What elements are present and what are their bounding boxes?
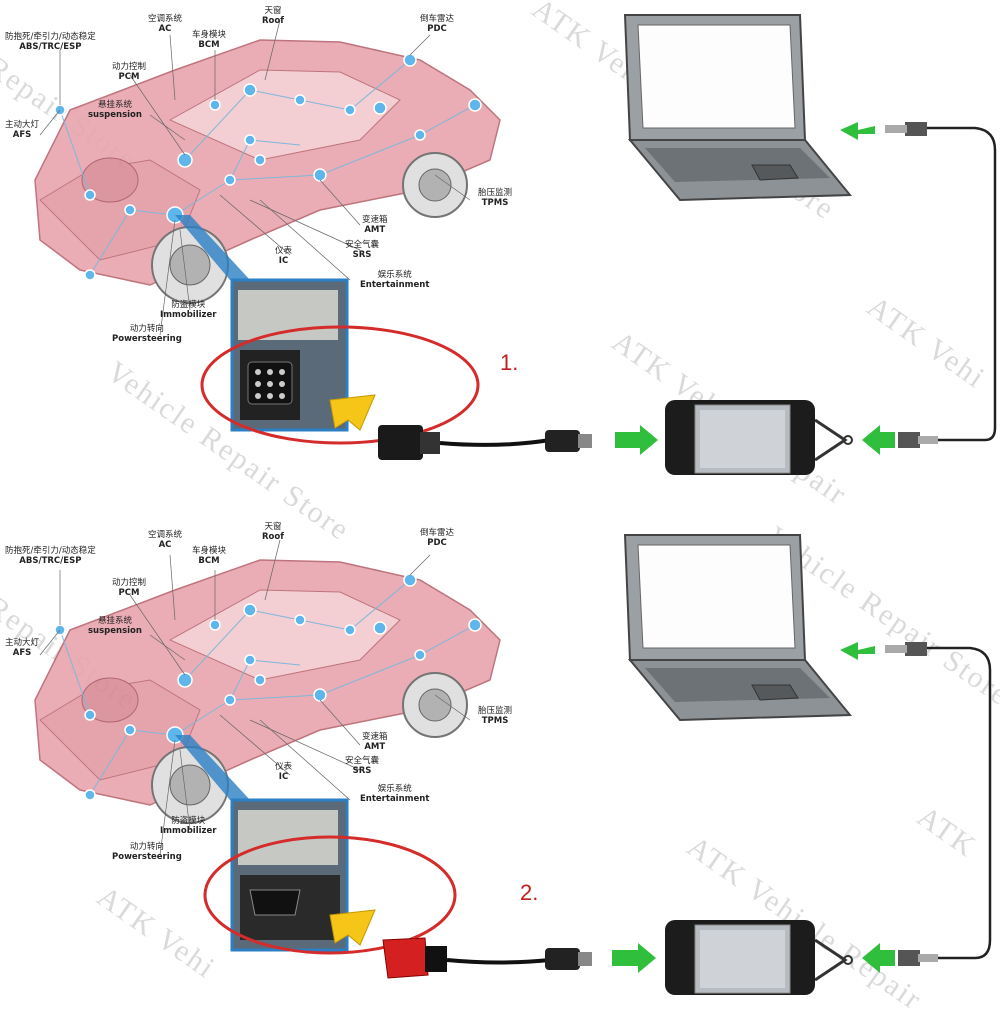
renault-connector (378, 425, 423, 460)
interface-device (665, 400, 853, 475)
highlight-ring (203, 835, 457, 955)
laptop-icon (623, 14, 853, 202)
laptop-icon (623, 534, 853, 722)
pointer-arrow-icon (329, 909, 376, 946)
arrow-icon (840, 122, 875, 140)
car-illustration (34, 39, 501, 304)
arrow-icon (615, 425, 658, 455)
step-number: 2. (520, 880, 539, 905)
highlight-ring (200, 325, 480, 445)
arrow-icon (862, 425, 895, 455)
usb-cable (925, 646, 992, 960)
leader-lines (39, 19, 471, 336)
leader-lines (39, 539, 471, 856)
zoom-beam (175, 215, 250, 280)
panel-1-graphics (34, 14, 997, 475)
car-illustration (34, 559, 501, 824)
network-nodes (54, 53, 482, 281)
obd2-connector (382, 937, 429, 979)
obd-port (249, 889, 301, 916)
arrow-icon (612, 943, 656, 973)
arrow-icon (862, 943, 895, 973)
step-number: 1. (500, 350, 519, 375)
arrow-icon (840, 642, 875, 660)
zoom-beam (175, 735, 250, 800)
interface-device (665, 920, 853, 995)
pointer-arrow-icon (329, 394, 376, 431)
usb-cable (925, 126, 997, 442)
panel-2-graphics (34, 534, 992, 995)
